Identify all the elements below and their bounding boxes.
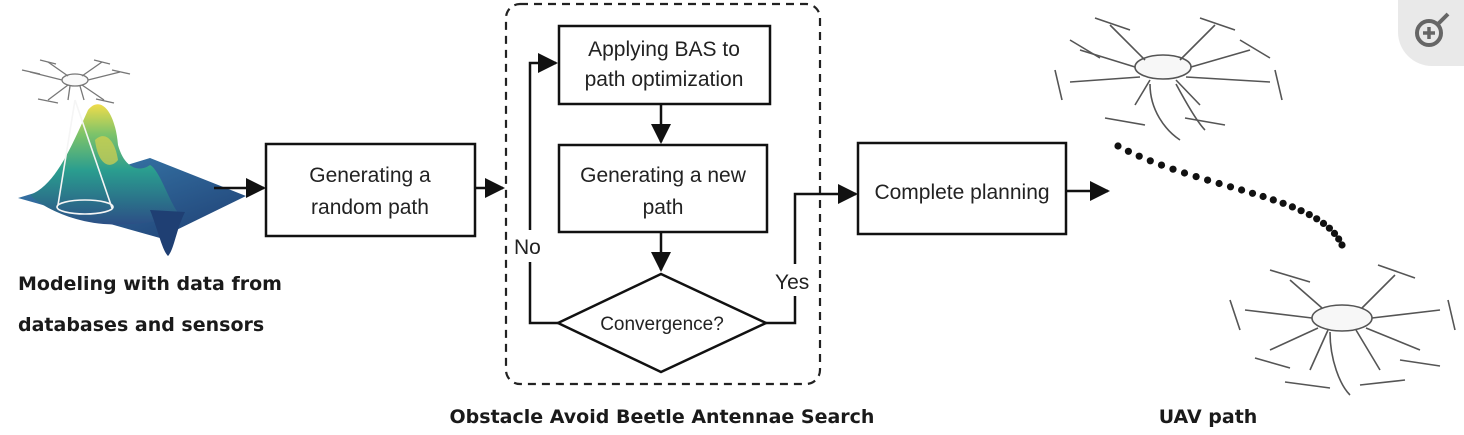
uav-path-dot (1259, 192, 1267, 201)
uav-path-dot (1204, 176, 1212, 184)
new-path-label-line2: path (643, 196, 684, 219)
terrain-surface (18, 104, 246, 256)
uav-path-dot (1330, 229, 1339, 237)
random-path-label-line2: random path (311, 196, 429, 219)
arrow-yes-to-complete (766, 184, 858, 325)
uav-path-dot (1146, 157, 1154, 165)
uav-path-dot (1288, 203, 1296, 211)
no-label: No (514, 236, 541, 259)
bas-label-line2: path optimization (585, 68, 744, 91)
modeling-caption-line1: Modeling with data from (18, 273, 282, 295)
zoom-in-icon (1415, 12, 1450, 47)
uav-path-dot (1157, 161, 1166, 169)
uav-path-dot (1338, 241, 1346, 249)
uav-path-dot (1248, 189, 1257, 197)
random-path-box (264, 142, 477, 238)
uav-path-dot (1114, 142, 1122, 150)
uav-path-dot (1226, 183, 1235, 191)
uav-path-caption: UAV path (1159, 406, 1258, 428)
uav-path-dot (1269, 196, 1277, 204)
uav-path-dot (1192, 173, 1200, 181)
uav-path-dot (1325, 224, 1333, 232)
drone-icon-bottom (1229, 264, 1456, 396)
uav-path-dot (1319, 219, 1328, 227)
bas-label-line1: Applying BAS to (588, 38, 740, 61)
drone-icon-left (21, 59, 131, 104)
new-path-label-line1: Generating a new (580, 164, 747, 187)
complete-planning-box (856, 141, 1068, 236)
uav-path-dot (1169, 165, 1177, 173)
uav-path-dot (1124, 147, 1132, 155)
bas-group-caption: Obstacle Avoid Beetle Antennae Search (450, 406, 875, 428)
uav-path-dots (1114, 142, 1346, 249)
new-path-box (557, 143, 769, 234)
uav-path-dot (1215, 179, 1223, 188)
uav-path-dot (1305, 211, 1313, 219)
zoom-button[interactable] (1398, 0, 1464, 66)
arrow-no-loop (528, 53, 558, 325)
complete-planning-label: Complete planning (874, 181, 1049, 204)
modeling-caption-line2: databases and sensors (18, 314, 264, 336)
drone-icon-top (1054, 17, 1283, 141)
sensor-cone (56, 99, 114, 215)
yes-label: Yes (775, 271, 809, 294)
uav-path-dot (1180, 169, 1189, 177)
uav-path-dot (1313, 215, 1321, 223)
convergence-decision (555, 272, 769, 374)
uav-path-dot (1297, 207, 1305, 215)
uav-path-dot (1279, 199, 1287, 207)
uav-path-dot (1335, 235, 1343, 243)
random-path-label-line1: Generating a (309, 164, 431, 187)
convergence-label: Convergence? (600, 314, 724, 335)
bas-box (557, 24, 772, 106)
uav-path-dot (1238, 186, 1246, 194)
uav-path-dot (1135, 152, 1143, 160)
